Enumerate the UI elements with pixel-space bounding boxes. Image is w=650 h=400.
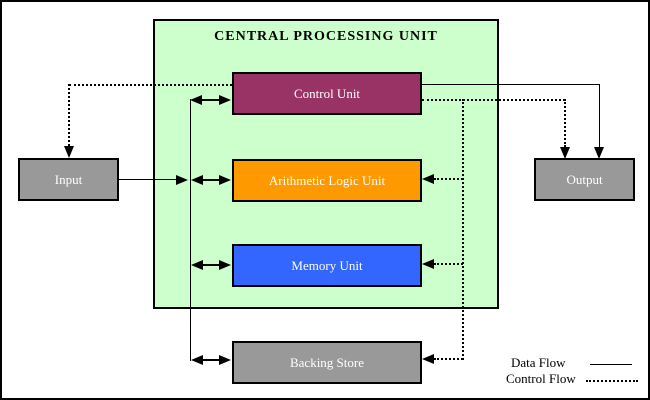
arrowhead-data-into-output xyxy=(594,147,604,159)
arrowhead-control-into-backing-store xyxy=(422,354,434,364)
arrowhead-control-into-memory xyxy=(422,259,434,269)
control-flow-to-input-line-v xyxy=(68,84,70,146)
control-flow-to-backing-store-line xyxy=(434,358,463,360)
arrowhead-left-memory-row xyxy=(191,260,203,270)
memory-unit-label: Memory Unit xyxy=(291,257,363,273)
arithmetic-logic-unit-box: Arithmetic Logic Unit xyxy=(232,159,422,202)
bus-to-alu-line xyxy=(198,179,224,181)
arrowhead-right-control-row xyxy=(219,95,231,105)
input-box: Input xyxy=(18,158,119,201)
data-bus-vertical-line xyxy=(190,99,191,361)
output-label: Output xyxy=(566,171,603,187)
arrowhead-control-into-output xyxy=(560,147,570,159)
backing-store-label: Backing Store xyxy=(289,354,364,370)
control-flow-to-input-line-h xyxy=(69,84,232,86)
arrowhead-input-to-bus xyxy=(176,175,188,185)
legend-data-flow-line-sample xyxy=(590,364,632,365)
arrowhead-right-memory-row xyxy=(219,260,231,270)
legend-data-flow-label: Data Flow xyxy=(511,355,566,370)
arrowhead-right-alu-row xyxy=(219,175,231,185)
control-flow-to-memory-line xyxy=(434,263,463,265)
control-flow-to-alu-line xyxy=(434,178,463,180)
control-unit-to-output-data-line-h xyxy=(422,84,600,85)
arrowhead-control-into-alu xyxy=(422,174,434,184)
control-flow-to-output-line-h xyxy=(422,99,565,101)
arrowhead-control-into-input xyxy=(64,146,74,158)
arrowhead-left-backing-row xyxy=(191,355,203,365)
legend-control-flow-label: Control Flow xyxy=(506,371,576,386)
input-label: Input xyxy=(54,171,83,187)
output-box: Output xyxy=(534,158,635,201)
control-unit-box: Control Unit xyxy=(232,72,422,115)
input-to-bus-line xyxy=(119,179,176,180)
backing-store-box: Backing Store xyxy=(232,341,422,384)
arithmetic-logic-unit-label: Arithmetic Logic Unit xyxy=(268,172,386,188)
control-unit-to-output-data-line-v xyxy=(599,84,600,148)
memory-unit-box: Memory Unit xyxy=(232,244,422,287)
arrowhead-left-alu-row xyxy=(191,175,203,185)
legend-control-flow-line-sample xyxy=(586,380,638,382)
bus-to-control-unit-line xyxy=(198,99,224,101)
bus-to-backing-store-line xyxy=(198,359,224,361)
arrowhead-right-backing-row xyxy=(219,355,231,365)
arrowhead-left-control-row xyxy=(190,95,202,105)
control-unit-label: Control Unit xyxy=(293,85,361,101)
bus-to-memory-line xyxy=(198,264,224,266)
control-flow-vertical-trunk xyxy=(462,99,464,360)
cpu-title: CENTRAL PROCESSING UNIT xyxy=(214,29,438,44)
control-flow-to-output-line-v xyxy=(564,99,566,147)
